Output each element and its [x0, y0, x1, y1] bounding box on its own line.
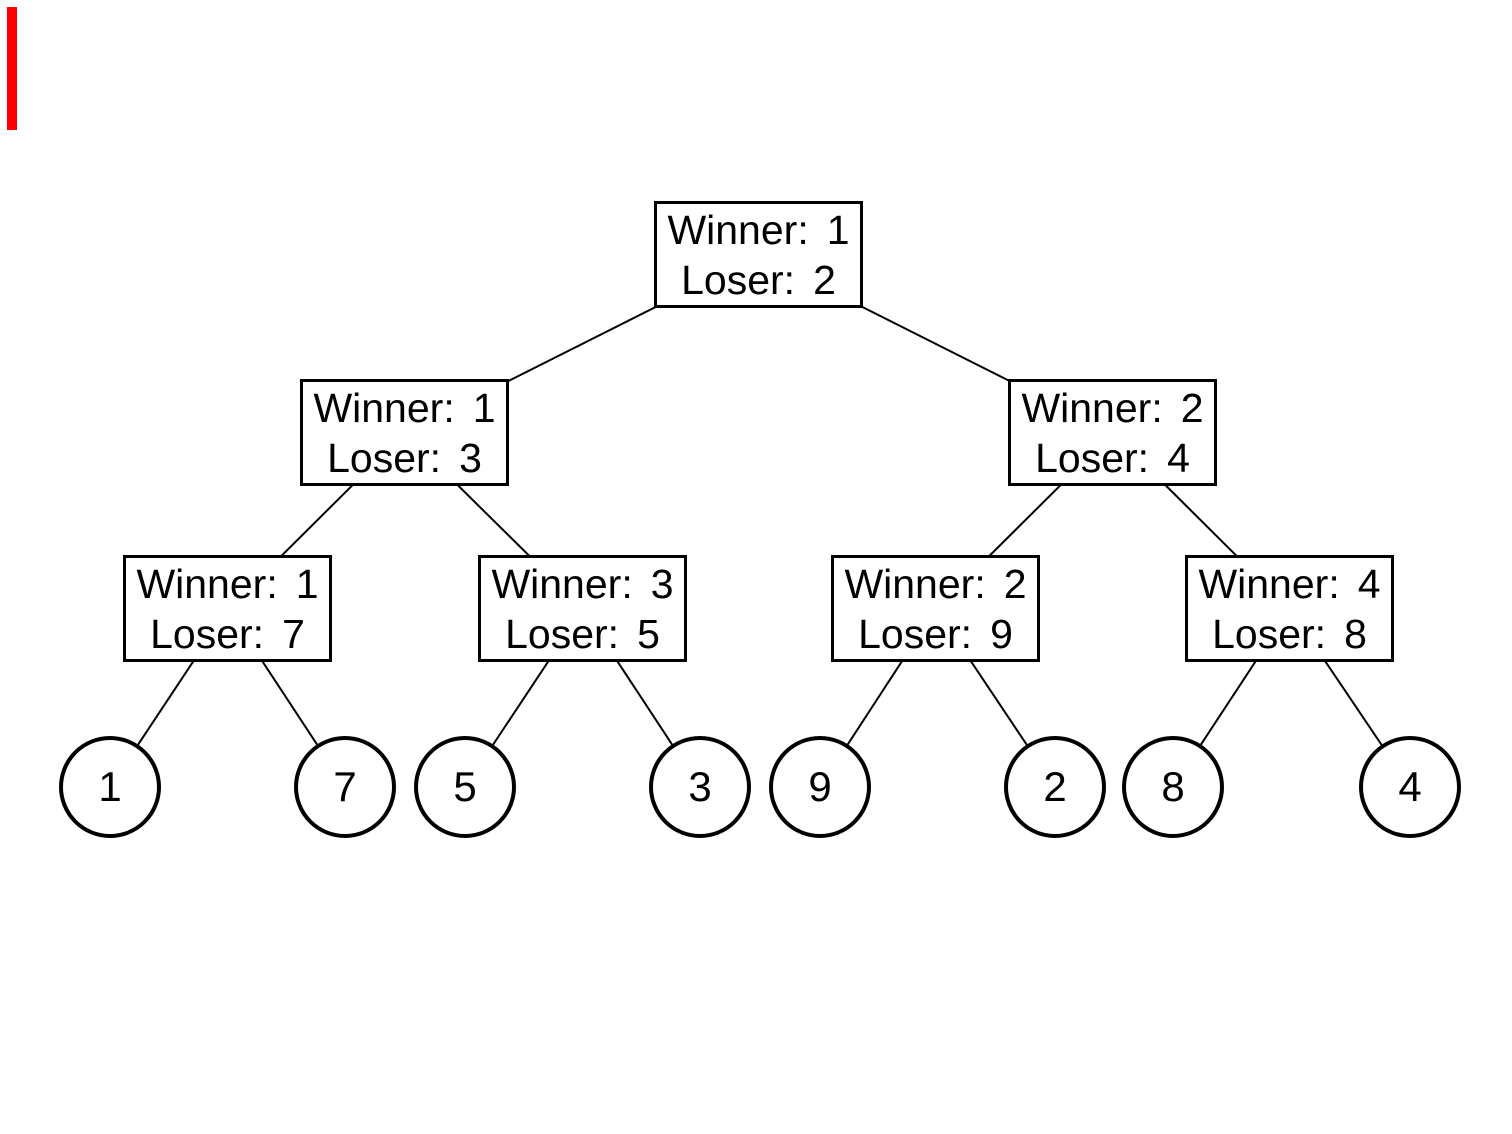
loser-label: Loser:: [150, 610, 265, 657]
winner-label: Winner:: [491, 560, 633, 607]
loser-line: Loser: 3: [303, 433, 506, 483]
winner-value: 3: [650, 560, 674, 607]
winner-label: Winner:: [1198, 560, 1340, 607]
winner-line: Winner: 1: [657, 205, 860, 255]
winner-label: Winner:: [313, 384, 455, 431]
winner-value: 2: [1180, 384, 1204, 431]
leaf-node-1: 1: [59, 736, 161, 838]
loser-value: 7: [282, 610, 305, 657]
winner-line: Winner: 1: [303, 383, 506, 433]
match-node-semi-right: Winner: 2 Loser: 4: [1008, 379, 1217, 486]
winner-line: Winner: 3: [481, 559, 684, 609]
loser-line: Loser: 4: [1011, 433, 1214, 483]
leaf-node-2: 2: [1004, 736, 1106, 838]
leaf-node-7: 7: [294, 736, 396, 838]
winner-line: Winner: 2: [1011, 383, 1214, 433]
match-node-quarter-1: Winner: 1 Loser: 7: [123, 555, 332, 662]
winner-value: 1: [472, 384, 496, 431]
leaf-node-5: 5: [414, 736, 516, 838]
winner-value: 4: [1357, 560, 1381, 607]
winner-label: Winner:: [667, 206, 809, 253]
loser-line: Loser: 5: [481, 609, 684, 659]
loser-label: Loser:: [1212, 610, 1327, 657]
winner-value: 1: [826, 206, 850, 253]
loser-label: Loser:: [681, 256, 796, 303]
match-node-quarter-2: Winner: 3 Loser: 5: [478, 555, 687, 662]
loser-label: Loser:: [327, 434, 442, 481]
leaf-value: 7: [333, 763, 357, 810]
loser-value: 8: [1344, 610, 1367, 657]
loser-label: Loser:: [1035, 434, 1150, 481]
match-node-quarter-3: Winner: 2 Loser: 9: [831, 555, 1040, 662]
leaf-value: 1: [98, 763, 122, 810]
match-node-final: Winner: 1 Loser: 2: [654, 201, 863, 308]
loser-line: Loser: 2: [657, 255, 860, 305]
leaf-node-9: 9: [769, 736, 871, 838]
loser-value: 4: [1167, 434, 1190, 481]
winner-label: Winner:: [136, 560, 278, 607]
loser-label: Loser:: [505, 610, 620, 657]
loser-label: Loser:: [858, 610, 973, 657]
loser-value: 2: [813, 256, 836, 303]
winner-line: Winner: 2: [834, 559, 1037, 609]
winner-value: 1: [295, 560, 319, 607]
leaf-node-4: 4: [1359, 736, 1461, 838]
leaf-node-3: 3: [649, 736, 751, 838]
match-node-quarter-4: Winner: 4 Loser: 8: [1185, 555, 1394, 662]
leaf-node-8: 8: [1122, 736, 1224, 838]
leaf-value: 8: [1161, 763, 1185, 810]
red-marker-bar: [7, 7, 17, 130]
winner-label: Winner:: [844, 560, 986, 607]
winner-line: Winner: 1: [126, 559, 329, 609]
winner-value: 2: [1003, 560, 1027, 607]
match-node-semi-left: Winner: 1 Loser: 3: [300, 379, 509, 486]
leaf-value: 2: [1043, 763, 1067, 810]
winner-label: Winner:: [1021, 384, 1163, 431]
leaf-value: 9: [808, 763, 832, 810]
loser-value: 3: [459, 434, 482, 481]
leaf-value: 5: [453, 763, 477, 810]
loser-line: Loser: 7: [126, 609, 329, 659]
winner-line: Winner: 4: [1188, 559, 1391, 609]
leaf-value: 3: [688, 763, 712, 810]
loser-value: 5: [637, 610, 660, 657]
leaf-value: 4: [1398, 763, 1422, 810]
loser-value: 9: [990, 610, 1013, 657]
loser-line: Loser: 9: [834, 609, 1037, 659]
loser-line: Loser: 8: [1188, 609, 1391, 659]
